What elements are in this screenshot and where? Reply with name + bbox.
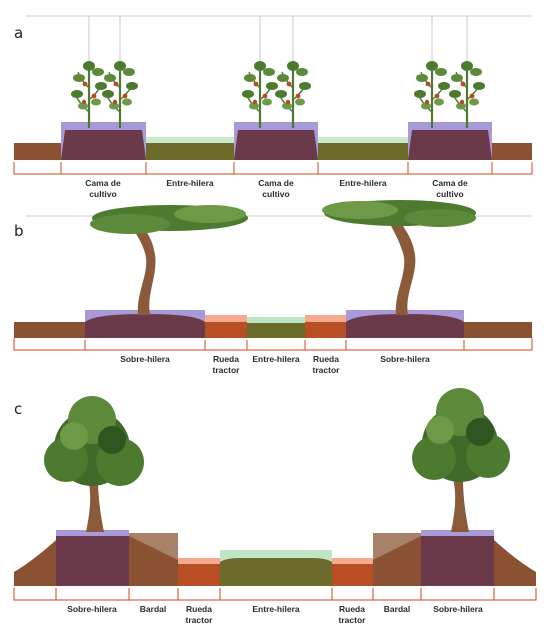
zone-brackets bbox=[13, 338, 533, 351]
svg-text:Entre-hilera: Entre-hilera bbox=[252, 354, 300, 364]
soil-slope bbox=[14, 540, 56, 586]
svg-text:Cama de: Cama de bbox=[258, 178, 294, 188]
label-sobre-hilera: Sobre-hilera bbox=[433, 604, 483, 614]
label-entre-hilera: Entre-hilera bbox=[252, 604, 300, 614]
panel-b: b bbox=[13, 200, 533, 375]
interrow-soil bbox=[318, 143, 408, 160]
svg-text:Bardal: Bardal bbox=[140, 604, 166, 614]
svg-text:tractor: tractor bbox=[186, 615, 214, 625]
zone-brackets bbox=[13, 162, 533, 175]
raised-bed bbox=[408, 122, 492, 160]
svg-text:tractor: tractor bbox=[313, 365, 341, 375]
zone-brackets bbox=[13, 588, 537, 601]
interrow bbox=[220, 550, 332, 586]
label-cama-de-cultivo: Cama de cultivo bbox=[258, 178, 294, 199]
row-mound bbox=[346, 310, 464, 338]
svg-text:Sobre-hilera: Sobre-hilera bbox=[67, 604, 117, 614]
svg-text:Cama de: Cama de bbox=[432, 178, 468, 188]
label-bardal: Bardal bbox=[140, 604, 166, 614]
svg-text:tractor: tractor bbox=[339, 615, 367, 625]
label-rueda-tractor: Rueda tractor bbox=[339, 604, 367, 625]
trellis-wires bbox=[88, 16, 468, 68]
svg-text:Sobre-hilera: Sobre-hilera bbox=[380, 354, 430, 364]
svg-text:Sobre-hilera: Sobre-hilera bbox=[120, 354, 170, 364]
svg-text:Entre-hilera: Entre-hilera bbox=[339, 178, 387, 188]
raised-bed bbox=[61, 122, 146, 160]
panel-letter-a: a bbox=[14, 24, 23, 42]
label-entre-hilera: Entre-hilera bbox=[166, 178, 214, 188]
label-cama-de-cultivo: Cama de cultivo bbox=[432, 178, 468, 199]
tomato-plant-icon bbox=[69, 59, 140, 130]
svg-text:Entre-hilera: Entre-hilera bbox=[252, 604, 300, 614]
wheel-track bbox=[305, 315, 346, 338]
svg-text:cultivo: cultivo bbox=[89, 189, 116, 199]
label-entre-hilera: Entre-hilera bbox=[252, 354, 300, 364]
bardal-embankment bbox=[373, 533, 421, 586]
label-cama-de-cultivo: Cama de cultivo bbox=[85, 178, 121, 199]
panel-letter-c: c bbox=[14, 400, 22, 418]
label-rueda-tractor: Rueda tractor bbox=[186, 604, 214, 625]
label-sobre-hilera: Sobre-hilera bbox=[380, 354, 430, 364]
svg-text:Cama de: Cama de bbox=[85, 178, 121, 188]
label-rueda-tractor: Rueda tractor bbox=[313, 354, 341, 375]
tomato-plant-icon bbox=[240, 59, 313, 130]
panel-letter-b: b bbox=[14, 222, 24, 240]
row-mound bbox=[421, 530, 494, 586]
label-sobre-hilera: Sobre-hilera bbox=[67, 604, 117, 614]
svg-text:Rueda: Rueda bbox=[213, 354, 239, 364]
bardal-embankment bbox=[129, 533, 178, 586]
wheel-track bbox=[178, 558, 220, 586]
svg-text:Bardal: Bardal bbox=[384, 604, 410, 614]
svg-text:Sobre-hilera: Sobre-hilera bbox=[433, 604, 483, 614]
panel-c: c bbox=[13, 388, 537, 625]
tree-icon bbox=[44, 396, 144, 532]
raised-bed bbox=[234, 122, 318, 160]
svg-text:Rueda: Rueda bbox=[339, 604, 365, 614]
label-sobre-hilera: Sobre-hilera bbox=[120, 354, 170, 364]
svg-text:Rueda: Rueda bbox=[313, 354, 339, 364]
svg-text:cultivo: cultivo bbox=[262, 189, 289, 199]
grapevine-icon bbox=[322, 200, 476, 315]
svg-text:cultivo: cultivo bbox=[436, 189, 463, 199]
label-entre-hilera: Entre-hilera bbox=[339, 178, 387, 188]
soil-slope bbox=[494, 540, 536, 586]
tomato-plant-icon bbox=[412, 59, 487, 130]
label-rueda-tractor: Rueda tractor bbox=[213, 354, 241, 375]
svg-text:Rueda: Rueda bbox=[186, 604, 212, 614]
interrow bbox=[247, 317, 305, 338]
svg-text:Entre-hilera: Entre-hilera bbox=[166, 178, 214, 188]
label-bardal: Bardal bbox=[384, 604, 410, 614]
wheel-track bbox=[332, 558, 373, 586]
wheel-track bbox=[205, 315, 247, 338]
soil-strip bbox=[14, 322, 85, 338]
svg-text:tractor: tractor bbox=[213, 365, 241, 375]
interrow-soil bbox=[146, 143, 234, 160]
row-mound bbox=[56, 530, 129, 586]
tree-icon bbox=[412, 388, 510, 532]
grapevine-icon bbox=[90, 205, 248, 315]
soil-strip bbox=[464, 322, 532, 338]
panel-a: a bbox=[13, 15, 533, 199]
